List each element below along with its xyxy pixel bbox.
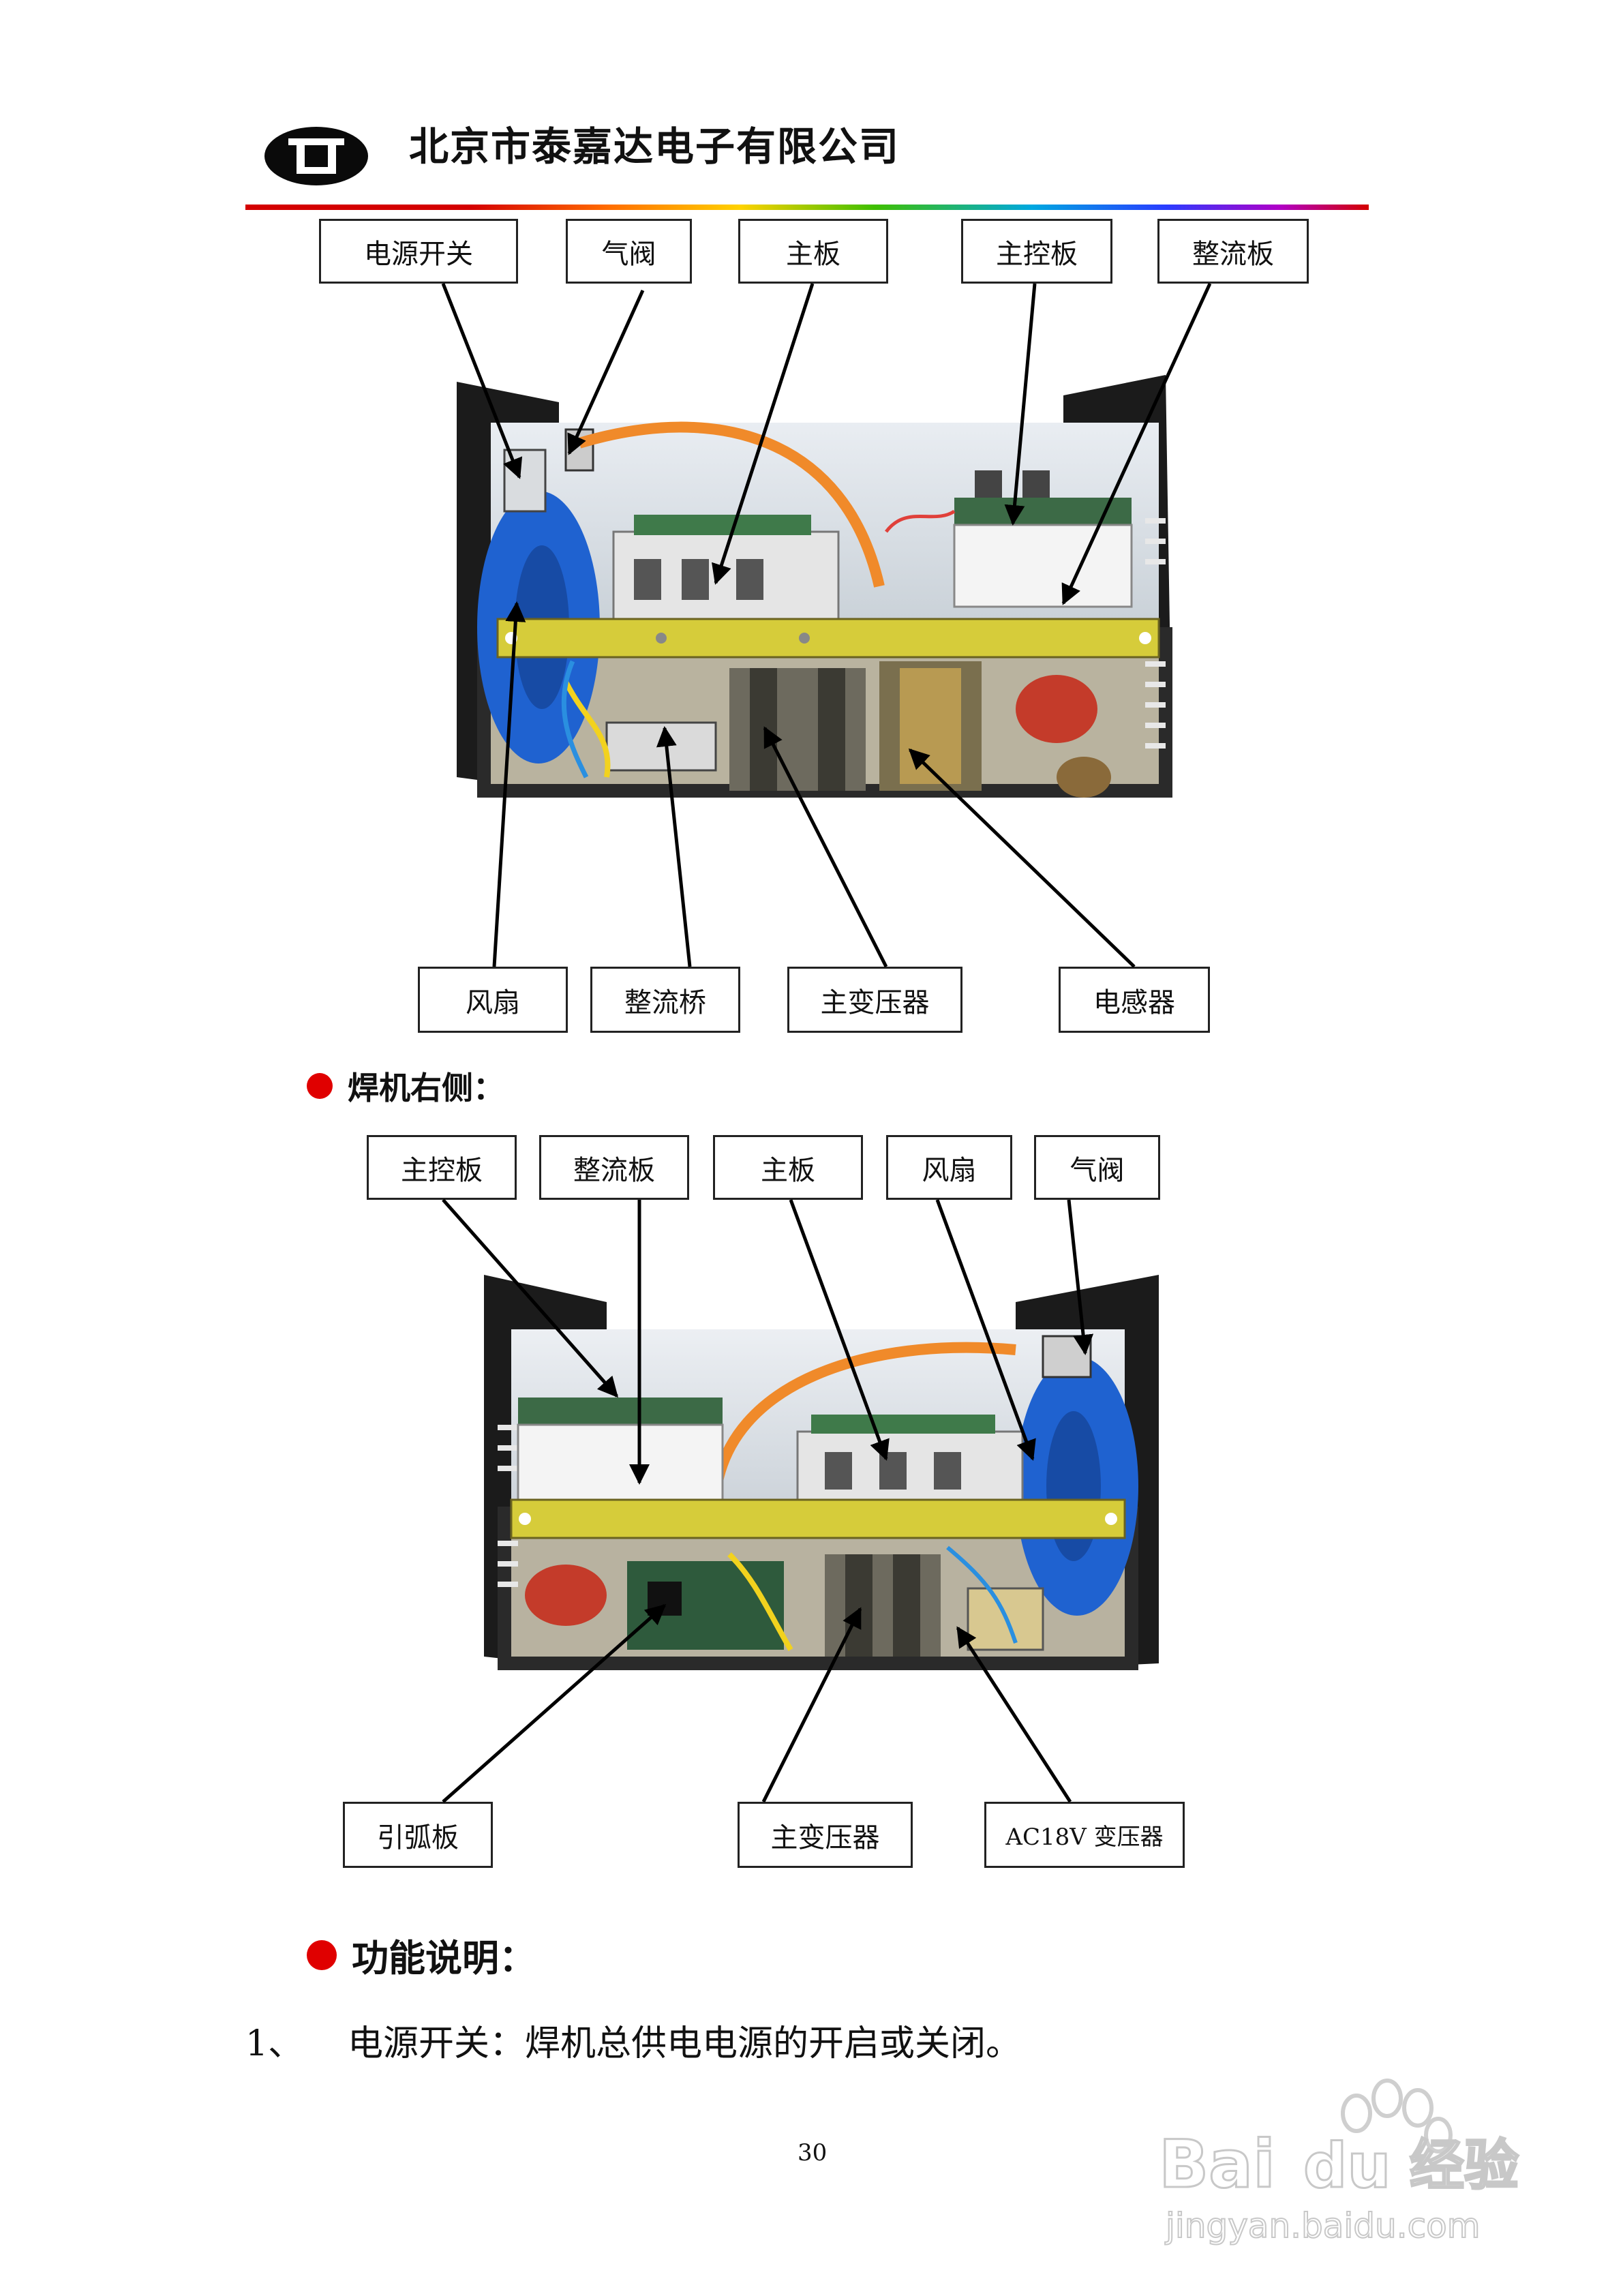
- watermark-brand-cn: 经验: [1410, 2134, 1519, 2197]
- header-rainbow-rule: [245, 205, 1369, 210]
- label-gas-valve: 气阀: [1034, 1135, 1160, 1200]
- label-fan: 风扇: [886, 1135, 1012, 1200]
- label-rectifier-bridge: 整流桥: [590, 967, 740, 1033]
- label-control-board: 主控板: [961, 219, 1112, 284]
- paragraph-number: 1、: [245, 2023, 304, 2064]
- paragraph-text: 电源开关：焊机总供电电源的开启或关闭。: [348, 2023, 1022, 2064]
- welder-left-side-photo: [457, 375, 1172, 798]
- label-inductor: 电感器: [1059, 967, 1210, 1033]
- label-main-board: 主板: [713, 1135, 863, 1200]
- bullet-dot: [307, 1073, 333, 1099]
- label-main-board: 主板: [738, 219, 888, 284]
- label-rectifier-board: 整流板: [1157, 219, 1309, 284]
- label-gas-valve: 气阀: [566, 219, 692, 284]
- company-name: 北京市泰嘉达电子有限公司: [409, 123, 900, 170]
- company-logo: [264, 127, 368, 185]
- label-ac18v-transformer: AC18V 变压器: [984, 1802, 1185, 1868]
- page-number: 30: [798, 2139, 828, 2166]
- bullet-dot: [307, 1939, 337, 1970]
- label-arc-starter-board: 引弧板: [343, 1802, 493, 1868]
- label-power-switch: 电源开关: [319, 219, 518, 284]
- section-title-right-side: 焊机右侧：: [348, 1070, 504, 1106]
- watermark-brand-du: du: [1303, 2130, 1391, 2202]
- baidu-jingyan-watermark: Bai du 经验 jingyan.baidu.com: [1158, 2079, 1520, 2246]
- section-heading-right-side: 焊机右侧：: [307, 1063, 504, 1108]
- function-paragraph-1: 1、 电源开关：焊机总供电电源的开启或关闭。: [245, 2014, 1021, 2066]
- watermark-brand-latin: Bai: [1159, 2126, 1275, 2203]
- label-main-transformer: 主变压器: [738, 1802, 913, 1868]
- welder-right-side-photo: [484, 1275, 1159, 1670]
- watermark-url: jingyan.baidu.com: [1165, 2206, 1480, 2246]
- label-rectifier-board: 整流板: [539, 1135, 689, 1200]
- section-title-function: 功能说明：: [352, 1937, 536, 1980]
- label-main-transformer: 主变压器: [787, 967, 962, 1033]
- label-fan: 风扇: [418, 967, 568, 1033]
- label-control-board: 主控板: [367, 1135, 517, 1200]
- section-heading-function: 功能说明：: [307, 1928, 536, 1982]
